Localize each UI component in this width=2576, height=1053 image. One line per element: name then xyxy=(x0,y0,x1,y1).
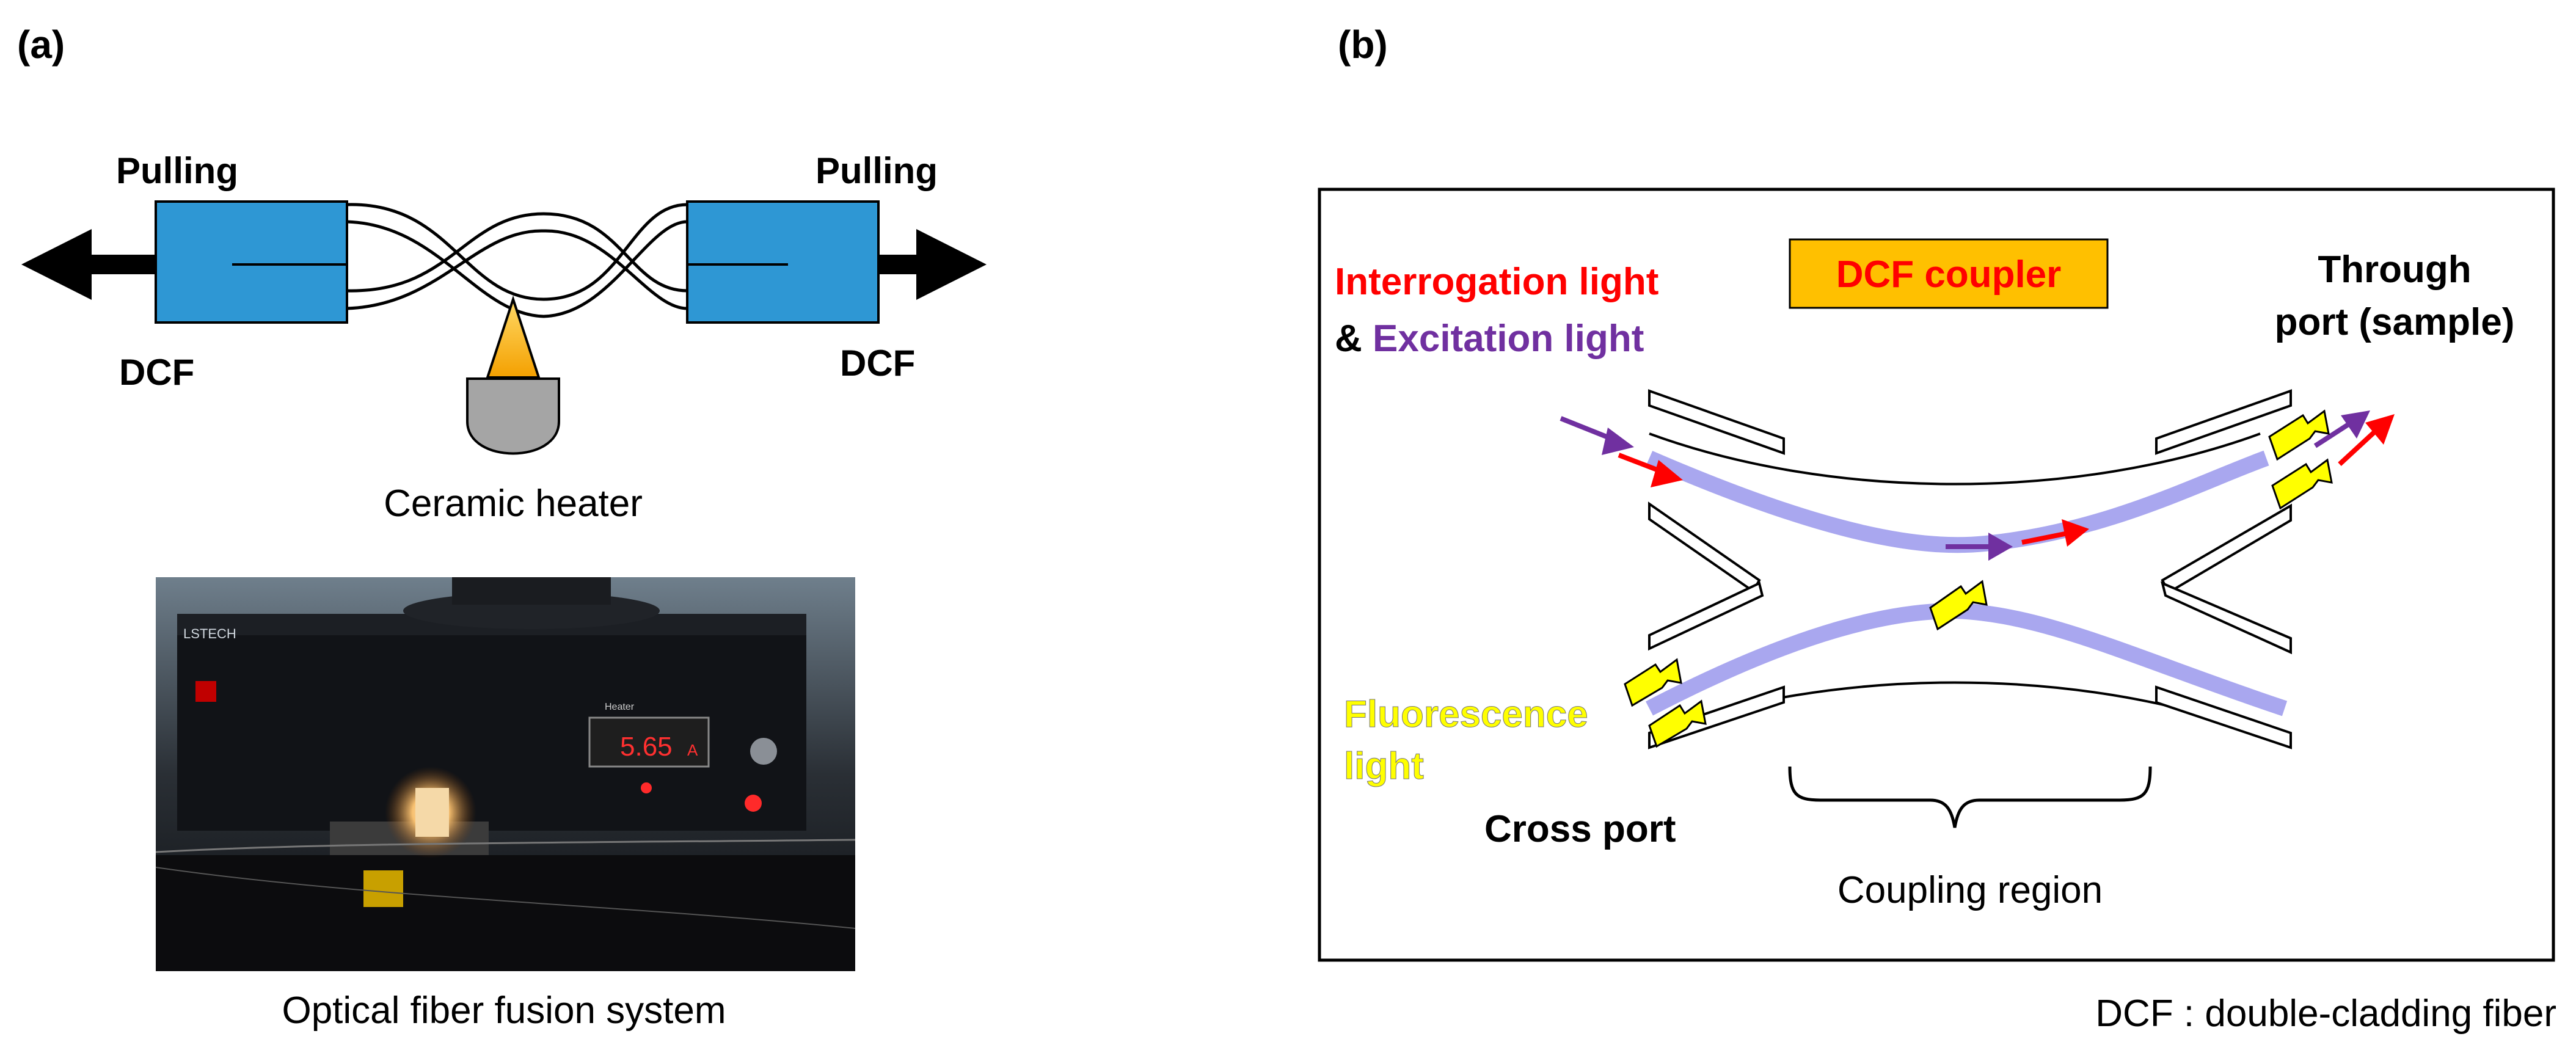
panel-b-label: (b) xyxy=(1338,23,1388,67)
through-port-label-line2: port (sample) xyxy=(2275,301,2515,343)
panel-a: (a) Pulling Pulling DCF DCF xyxy=(17,23,987,1032)
flame-icon xyxy=(486,295,541,379)
excitation-light-label: & Excitation light xyxy=(1335,318,1644,360)
coupler-title: DCF coupler xyxy=(1836,253,2062,296)
lower-fiber-core xyxy=(1646,602,2288,716)
dcf-label-right: DCF xyxy=(840,343,915,384)
fusion-system-photo: LSTECH Heater 5.65 A xyxy=(155,577,856,971)
cross-port-label: Cross port xyxy=(1484,808,1676,850)
upper-fiber-core xyxy=(1646,450,2269,553)
fluorescence-label-line2: light xyxy=(1344,745,1424,787)
pulling-label-right: Pulling xyxy=(815,150,938,191)
pulling-label-left: Pulling xyxy=(116,150,238,191)
panel-a-label: (a) xyxy=(17,23,65,67)
coupler-frame xyxy=(1318,188,2555,962)
heater-panel-label: Heater xyxy=(605,702,635,712)
right-fiber-clamp xyxy=(686,200,880,324)
coupling-region-brace xyxy=(1788,766,2152,828)
fiber-jackets xyxy=(1648,389,2292,749)
indicator-light xyxy=(745,795,762,812)
photo-brand-text: LSTECH xyxy=(183,626,236,641)
digital-display-value: 5.65 xyxy=(620,732,673,762)
incoming-arrows xyxy=(1560,416,1683,487)
left-fiber-clamp xyxy=(155,200,348,324)
center-arrows xyxy=(1946,519,2089,561)
through-port-label-line1: Through xyxy=(2318,249,2471,291)
panel-b: (b) DCF coupler xyxy=(1318,23,2555,962)
footnote: DCF : double-cladding fiber xyxy=(2095,993,2556,1035)
coupler-title-box xyxy=(1789,238,2109,309)
excitation-prefix: & xyxy=(1335,318,1373,360)
coupling-region-label: Coupling region xyxy=(1837,869,2103,911)
twisted-fibers xyxy=(346,203,688,318)
red-power-button xyxy=(195,681,216,702)
photo-caption: Optical fiber fusion system xyxy=(282,989,726,1032)
heater-caption: Ceramic heater xyxy=(384,483,643,525)
fluorescence-label-line1: Fluorescence xyxy=(1344,693,1588,735)
interrogation-light-label: Interrogation light xyxy=(1335,261,1658,303)
outgoing-arrows xyxy=(2313,410,2395,466)
fluorescence-arrows xyxy=(1624,409,2333,748)
digital-display-unit: A xyxy=(687,741,698,759)
excitation-light-text: Excitation light xyxy=(1373,318,1644,360)
heater-block xyxy=(466,377,560,455)
ceramic-heater xyxy=(466,295,560,455)
dcf-label-left: DCF xyxy=(119,352,194,393)
